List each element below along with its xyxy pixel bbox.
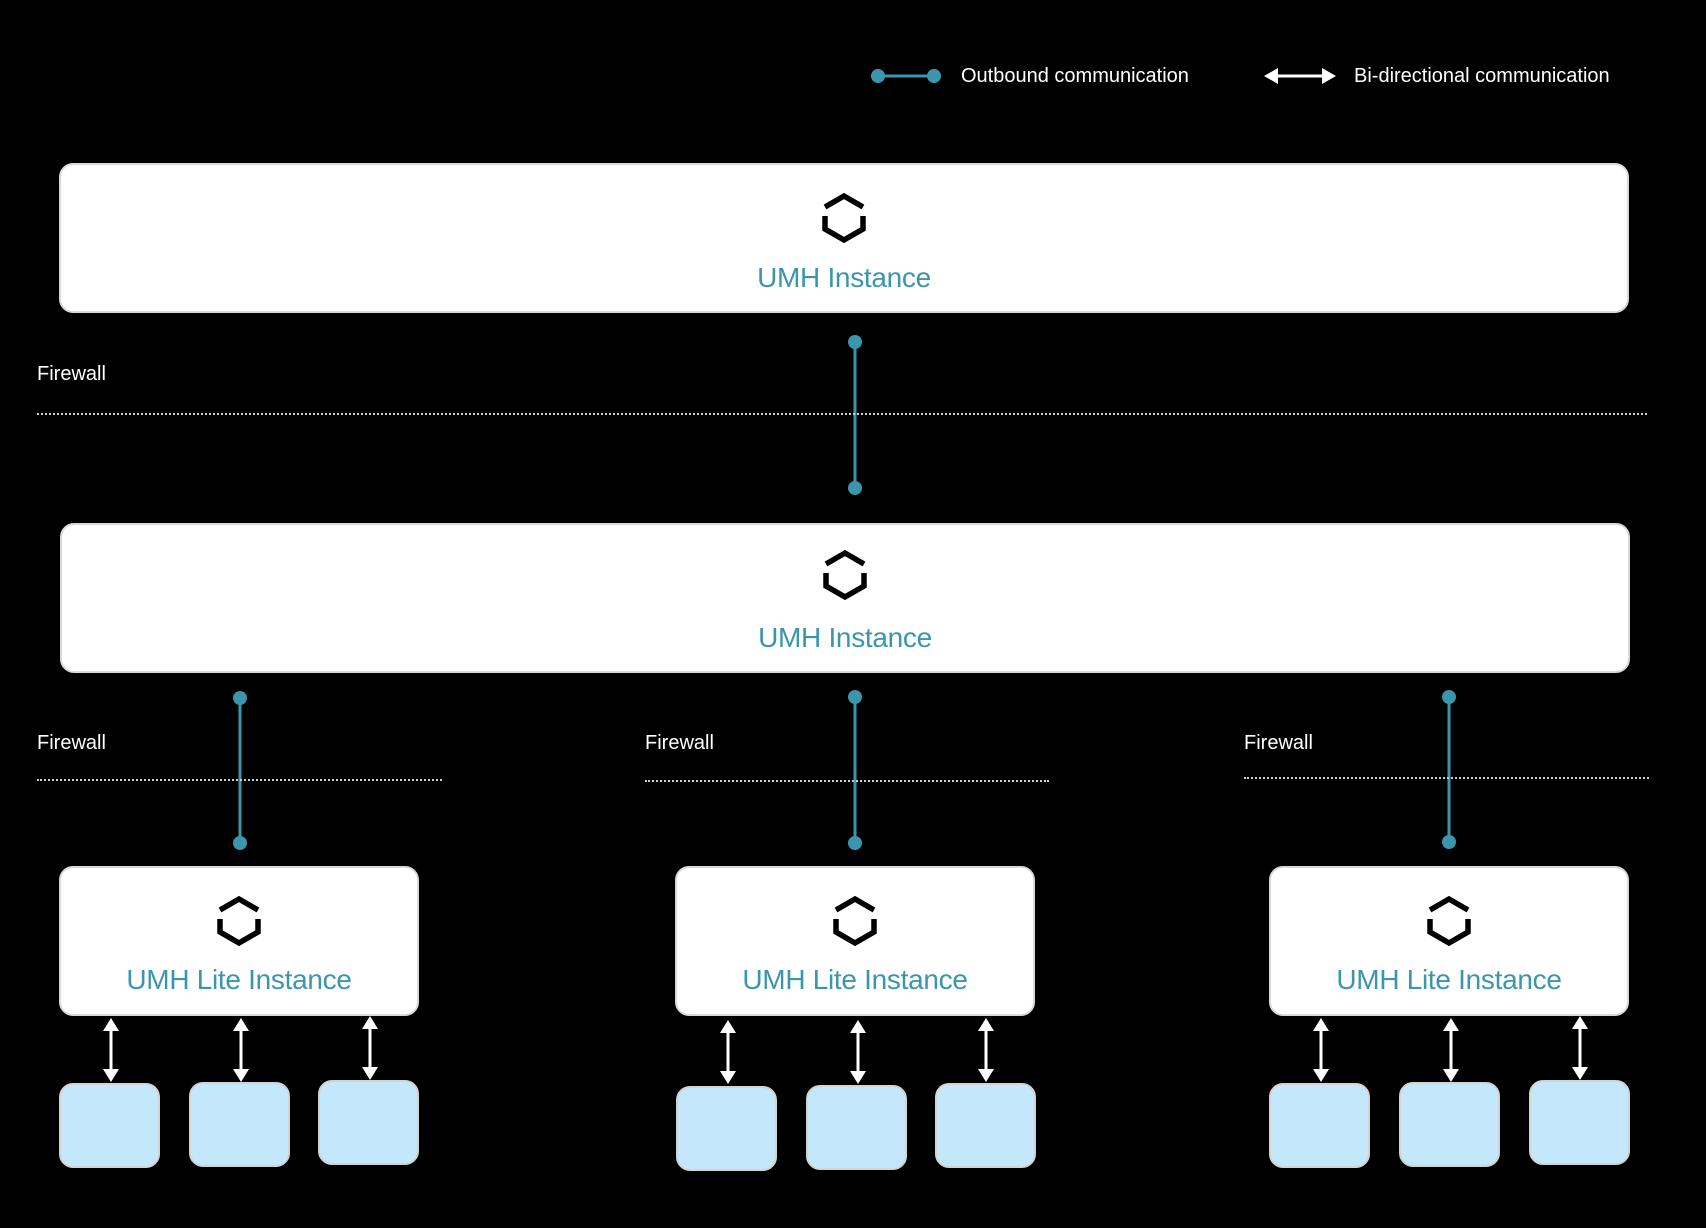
top-umh-instance-box: UMH Instance xyxy=(59,163,1629,313)
bidirectional-arrow-icon xyxy=(850,1020,866,1084)
firewall-label: Firewall xyxy=(1244,732,1313,754)
firewall-line xyxy=(37,413,1647,415)
outbound-connector-top xyxy=(848,335,862,495)
device-box xyxy=(1269,1083,1370,1168)
middle-umh-instance-label: UMH Instance xyxy=(758,622,932,653)
bidirectional-arrow-icon xyxy=(103,1018,119,1082)
outbound-connector-right xyxy=(1442,690,1456,849)
umh-lite-instance-box: UMH Lite Instance xyxy=(675,866,1035,1016)
bidirectional-legend-icon xyxy=(1264,68,1336,84)
bidirectional-legend-label: Bi-directional communication xyxy=(1354,65,1610,87)
umh-lite-instance-box: UMH Lite Instance xyxy=(59,866,419,1016)
umh-lite-instance-label: UMH Lite Instance xyxy=(1336,964,1562,995)
bidirectional-arrow-icon xyxy=(1572,1016,1588,1080)
device-box xyxy=(806,1085,907,1170)
device-box xyxy=(1399,1082,1500,1167)
device-box xyxy=(935,1083,1036,1168)
middle-umh-instance-box: UMH Instance xyxy=(60,523,1630,673)
umh-hexagon-logo-icon xyxy=(822,192,866,244)
bidirectional-arrow-icon xyxy=(978,1018,994,1082)
outbound-connector-left xyxy=(233,691,247,850)
firewall-label: Firewall xyxy=(645,732,714,754)
bidirectional-arrow-icon xyxy=(1313,1018,1329,1082)
device-box xyxy=(1529,1080,1630,1165)
umh-hexagon-logo-icon xyxy=(833,895,877,947)
umh-lite-instance-box: UMH Lite Instance xyxy=(1269,866,1629,1016)
bidirectional-arrow-icon xyxy=(233,1018,249,1082)
bidirectional-arrow-icon xyxy=(720,1020,736,1084)
firewall-line xyxy=(645,780,1049,782)
outbound-legend-label: Outbound communication xyxy=(961,65,1189,87)
umh-lite-instance-label: UMH Lite Instance xyxy=(742,964,968,995)
firewall-label: Firewall xyxy=(37,732,106,754)
outbound-legend-icon xyxy=(871,69,941,83)
firewall-line xyxy=(37,779,442,781)
umh-hexagon-logo-icon xyxy=(1427,895,1471,947)
device-box xyxy=(189,1082,290,1167)
umh-lite-instance-label: UMH Lite Instance xyxy=(126,964,352,995)
firewall-line xyxy=(1244,777,1649,779)
bidirectional-arrow-icon xyxy=(362,1016,378,1080)
device-box xyxy=(59,1083,160,1168)
outbound-connector-center xyxy=(848,690,862,850)
umh-hexagon-logo-icon xyxy=(217,895,261,947)
top-umh-instance-label: UMH Instance xyxy=(757,262,931,293)
device-box xyxy=(676,1086,777,1171)
umh-hexagon-logo-icon xyxy=(823,549,867,601)
bidirectional-arrow-icon xyxy=(1443,1018,1459,1082)
firewall-label: Firewall xyxy=(37,363,106,385)
device-box xyxy=(318,1080,419,1165)
